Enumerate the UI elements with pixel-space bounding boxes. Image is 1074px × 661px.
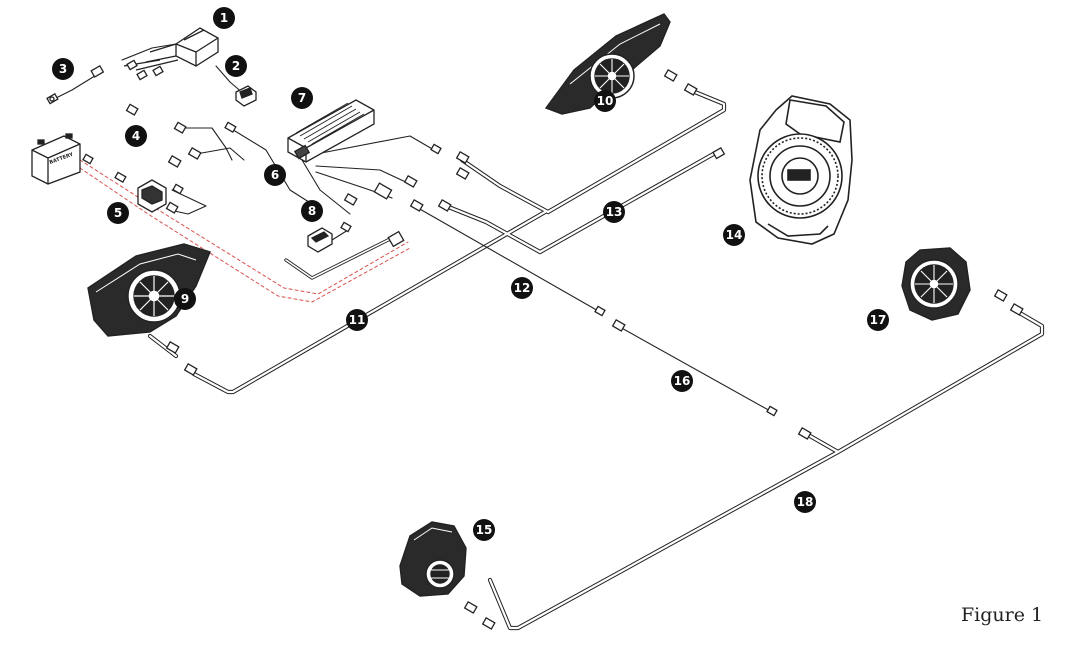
svg-text:10: 10 [597, 94, 614, 108]
svg-text:12: 12 [514, 281, 531, 295]
svg-text:18: 18 [797, 495, 814, 509]
svg-text:1: 1 [220, 11, 228, 25]
svg-text:2: 2 [232, 59, 240, 73]
harness-cables [55, 43, 1045, 631]
callout-14: 14 [723, 224, 745, 246]
callout-5: 5 [107, 202, 129, 224]
callout-16: 16 [671, 370, 693, 392]
callout-17: 17 [867, 309, 889, 331]
jumper-wire [49, 96, 55, 102]
subwoofer-enclosure [749, 95, 853, 245]
battery: BATTERY [31, 133, 81, 185]
speaker-pod-right [901, 247, 971, 321]
svg-text:8: 8 [308, 204, 316, 218]
callouts: 1 2 3 4 5 6 7 8 9 10 11 12 13 14 15 16 1… [52, 7, 889, 541]
svg-text:11: 11 [349, 313, 366, 327]
callout-1: 1 [213, 7, 235, 29]
callout-18: 18 [794, 491, 816, 513]
speaker-pod-bottom [399, 521, 467, 597]
callout-13: 13 [603, 201, 625, 223]
callout-9: 9 [174, 288, 196, 310]
callout-15: 15 [473, 519, 495, 541]
plug-connector [307, 227, 333, 253]
svg-text:15: 15 [476, 523, 493, 537]
callout-4: 4 [125, 125, 147, 147]
callout-3: 3 [52, 58, 74, 80]
amplifier [287, 99, 375, 163]
svg-text:16: 16 [674, 374, 691, 388]
callout-7: 7 [291, 87, 313, 109]
callout-10: 10 [594, 90, 616, 112]
relay-module [123, 27, 219, 81]
svg-text:17: 17 [870, 313, 887, 327]
svg-text:13: 13 [606, 205, 623, 219]
connectors [46, 65, 1024, 630]
callout-8: 8 [301, 200, 323, 222]
svg-text:14: 14 [726, 228, 743, 242]
callout-11: 11 [346, 309, 368, 331]
fuse-block [137, 179, 167, 213]
rocker-switch [235, 85, 257, 107]
callout-12: 12 [511, 277, 533, 299]
svg-text:3: 3 [59, 62, 67, 76]
svg-text:7: 7 [298, 91, 306, 105]
callout-6: 6 [264, 164, 286, 186]
svg-text:4: 4 [132, 129, 140, 143]
speaker-pod-left [87, 243, 211, 337]
callout-2: 2 [225, 55, 247, 77]
svg-text:6: 6 [271, 168, 279, 182]
figure-caption: Figure 1 [961, 604, 1044, 626]
svg-text:9: 9 [181, 292, 189, 306]
svg-text:5: 5 [114, 206, 122, 220]
speaker-pod-upper [544, 13, 671, 115]
